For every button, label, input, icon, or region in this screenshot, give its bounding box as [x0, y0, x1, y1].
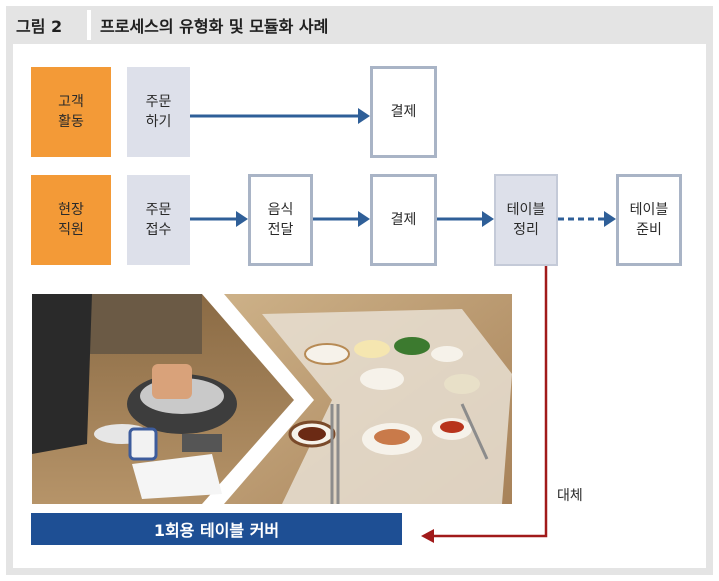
title-separator [87, 10, 91, 40]
staff-payment-box: 결제 [370, 174, 437, 266]
replacement-label: 대체 [557, 488, 583, 504]
figure-label: 그림 2 [16, 17, 63, 36]
staff-clearing-photo [32, 294, 294, 504]
customer-order-box: 주문 하기 [127, 67, 190, 157]
staff-clear-table-box: 테이블 정리 [494, 174, 558, 266]
table-photo [32, 294, 512, 504]
arrow-replacement [421, 266, 548, 543]
arrow-payment-to-clear [437, 211, 494, 227]
arrow-receive-to-delivery [190, 211, 248, 227]
figure-title: 프로세스의 유형화 및 모듈화 사례 [100, 17, 329, 36]
staff-order-receive-box: 주문 접수 [127, 175, 190, 265]
customer-payment-box: 결제 [370, 66, 437, 158]
arrow-order-to-payment [190, 108, 370, 124]
staff-food-delivery-box: 음식 전달 [248, 174, 313, 266]
staff-box: 현장 직원 [31, 175, 111, 265]
table-setting-photo [224, 294, 512, 504]
disposable-table-cover-caption: 1회용 테이블 커버 [31, 513, 402, 545]
arrow-clear-to-prepare-dashed [558, 211, 616, 227]
staff-prepare-table-box: 테이블 준비 [616, 174, 682, 266]
arrow-delivery-to-payment [313, 211, 370, 227]
customer-activity-box: 고객 활동 [31, 67, 111, 157]
